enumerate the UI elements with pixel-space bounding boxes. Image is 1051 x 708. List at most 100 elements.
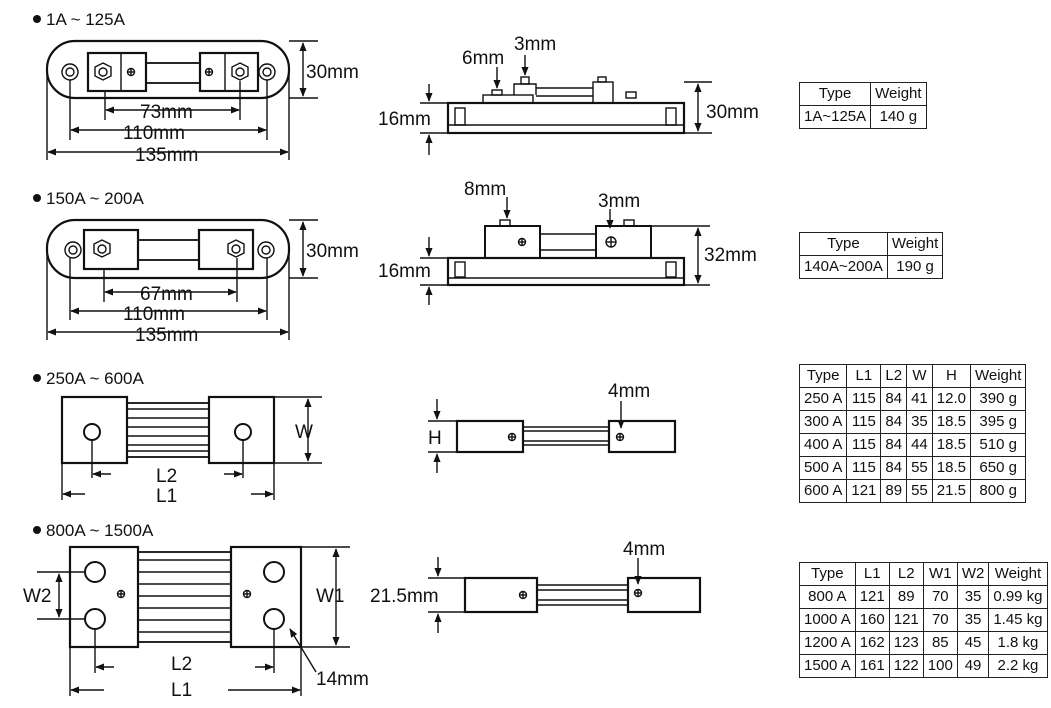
table-header-cell: Weight	[988, 562, 1048, 586]
table-cell: 35	[956, 585, 990, 609]
dim-side-height: 30mm	[706, 102, 759, 123]
dim-total: 135mm	[135, 145, 198, 166]
table-cell: 70	[922, 585, 958, 609]
table-cell: 650 g	[969, 456, 1027, 480]
dim-total: 135mm	[135, 325, 198, 346]
table-header-cell: L2	[888, 562, 924, 586]
table-row: 250 A 115 84 41 12.0 390 g	[798, 387, 1027, 411]
bullet-icon	[33, 526, 41, 534]
dim-height: 30mm	[306, 241, 359, 262]
dim-side-a: 6mm	[462, 48, 504, 69]
table-cell: 55	[906, 456, 933, 480]
table-cell: 250 A	[798, 387, 848, 411]
dim-side-a: 8mm	[464, 179, 506, 200]
bullet-icon	[33, 194, 41, 202]
table-cell: 1000 A	[799, 608, 856, 632]
section-1a-125a	[33, 15, 712, 160]
table-cell: 18.5	[931, 410, 971, 434]
dim-inner: 67mm	[140, 284, 193, 305]
table-cell: 190 g	[886, 255, 944, 279]
table-cell: 85	[922, 631, 958, 655]
table-cell: 122	[888, 654, 924, 678]
table-cell: 2.2 kg	[988, 654, 1048, 678]
table-cell: 89	[888, 585, 924, 609]
table-cell: 800 g	[969, 479, 1027, 503]
table-cell: 35	[956, 608, 990, 632]
table-header-cell: Type	[799, 232, 888, 256]
table-cell: 161	[854, 654, 890, 678]
table-cell: 600 A	[798, 479, 848, 503]
table-cell: 55	[906, 479, 933, 503]
shunt-base	[45, 39, 291, 100]
bullet-icon	[33, 15, 41, 23]
table-cell: 121	[854, 585, 890, 609]
table-cell: 1.45 kg	[988, 608, 1048, 632]
table-cell: 1200 A	[799, 631, 856, 655]
dim-inner: 73mm	[140, 102, 193, 123]
section-header: 150A ~ 200A	[46, 189, 145, 208]
table-header-cell: Weight	[969, 364, 1027, 388]
table-row: 1000 A 160 121 70 35 1.45 kg	[799, 608, 1048, 632]
dim-side-a: 4mm	[608, 381, 650, 402]
table-header-cell: L2	[880, 364, 908, 388]
table-header-row: Type L1 L2 W1 W2 Weight	[799, 562, 1048, 586]
section-150a-200a	[33, 194, 710, 340]
table-cell: 123	[888, 631, 924, 655]
dim-l2: L2	[171, 654, 192, 675]
table-cell: 21.5	[931, 479, 971, 503]
table-cell: 115	[846, 433, 882, 457]
section-header: 250A ~ 600A	[46, 369, 145, 388]
terminal-block	[86, 51, 148, 93]
dim-side-height: 32mm	[704, 245, 757, 266]
dim-side-h: H	[428, 428, 442, 449]
dim-width: W	[295, 422, 313, 443]
table-cell: 89	[880, 479, 908, 503]
table-cell: 44	[906, 433, 933, 457]
table-cell: 140A~200A	[799, 255, 888, 279]
table-row: 500 A 115 84 55 18.5 650 g	[798, 456, 1027, 480]
dim-side-b: 3mm	[598, 191, 640, 212]
table-header-cell: W1	[922, 562, 958, 586]
table-cell: 100	[922, 654, 958, 678]
dim-l1: L1	[156, 486, 177, 507]
table-cell: 70	[922, 608, 958, 632]
table-header-row: Type Weight	[798, 82, 927, 106]
dim-side-b: 3mm	[514, 34, 556, 55]
table-header-cell: Type	[798, 82, 872, 106]
table-cell: 49	[956, 654, 990, 678]
spec-table-250a-600a: Type L1 L2 W H Weight 250 A 115 84 41 12…	[798, 364, 1027, 503]
dim-l2: L2	[156, 466, 177, 487]
table-row: 600 A 121 89 55 21.5 800 g	[798, 479, 1027, 503]
table-cell: 1.8 kg	[988, 631, 1048, 655]
table-row: 800 A 121 89 70 35 0.99 kg	[799, 585, 1048, 609]
table-header-cell: Weight	[886, 232, 944, 256]
table-cell: 35	[906, 410, 933, 434]
section-1a-125a-labels: 1A ~ 125A 30mm 73mm 110mm 135mm 6mm 3mm …	[46, 10, 759, 166]
weight-table-140a-200a: Type Weight 140A~200A 190 g	[799, 232, 944, 279]
table-header-row: Type L1 L2 W H Weight	[798, 364, 1027, 388]
section-header: 1A ~ 125A	[46, 10, 126, 29]
table-row: 1500 A 161 122 100 49 2.2 kg	[799, 654, 1048, 678]
table-header-cell: W2	[956, 562, 990, 586]
section-250a-600a-labels: 250A ~ 600A W L2 L1 4mm H	[46, 369, 650, 507]
table-header-cell: W	[906, 364, 933, 388]
table-cell: 400 A	[798, 433, 848, 457]
table-cell: 0.99 kg	[988, 585, 1048, 609]
section-800a-1500a-labels: 800A ~ 1500A W2 W1 L2 L1 14mm 4mm 21.5mm	[23, 521, 665, 701]
table-cell: 84	[880, 387, 908, 411]
table-cell: 160	[854, 608, 890, 632]
table-cell: 18.5	[931, 433, 971, 457]
table-row: 140A~200A 190 g	[799, 255, 944, 279]
dim-side-base: 16mm	[378, 261, 431, 282]
dim-w2: W2	[23, 586, 52, 607]
section-150a-200a-labels: 150A ~ 200A 30mm 67mm 110mm 135mm 8mm 3m…	[46, 179, 757, 346]
table-cell: 121	[846, 479, 882, 503]
table-header-cell: Type	[799, 562, 856, 586]
section-header: 800A ~ 1500A	[46, 521, 154, 540]
dim-mid: 110mm	[123, 304, 185, 325]
table-header-cell: L1	[846, 364, 882, 388]
table-cell: 162	[854, 631, 890, 655]
spec-table-800a-1500a: Type L1 L2 W1 W2 Weight 800 A 121 89 70 …	[799, 562, 1048, 678]
table-cell: 18.5	[931, 456, 971, 480]
